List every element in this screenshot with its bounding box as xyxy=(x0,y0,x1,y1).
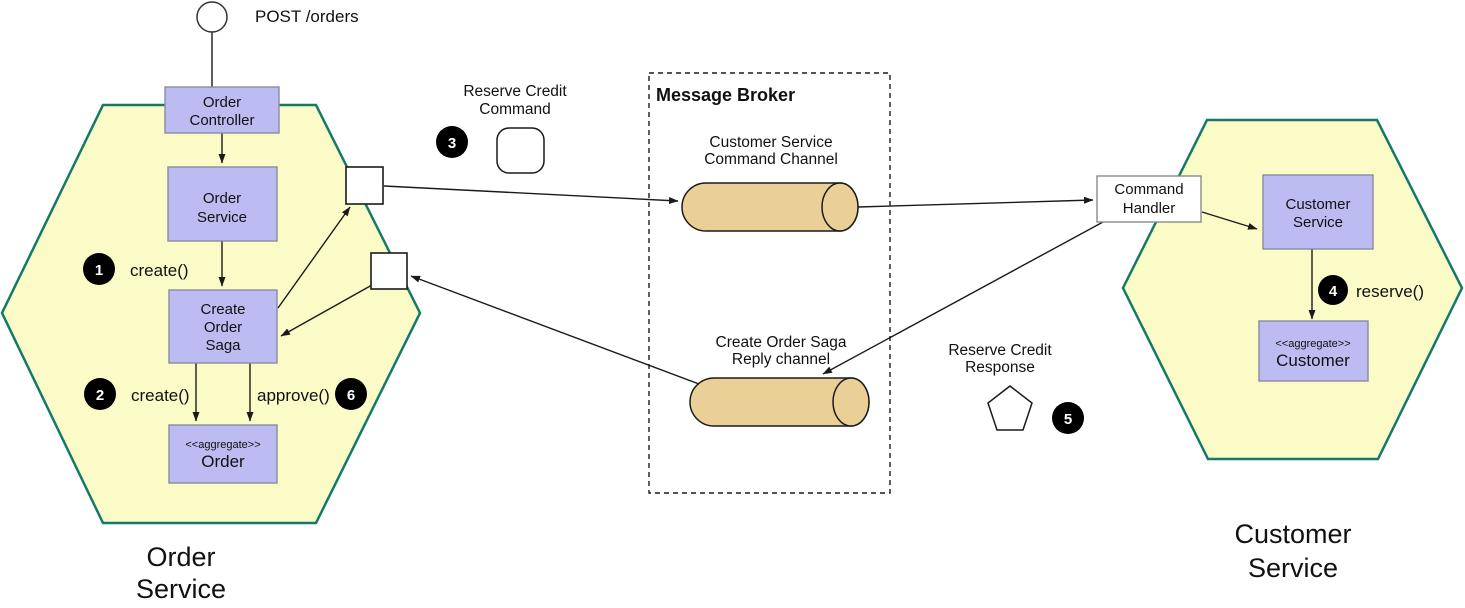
edge-in-port-to-saga xyxy=(280,284,373,337)
step-4-badge xyxy=(1318,275,1348,305)
step-5: 5 xyxy=(1052,402,1084,434)
command-channel-label-line1: Customer Service xyxy=(709,134,832,151)
step-2-label: create() xyxy=(131,386,190,405)
order-service-in-port xyxy=(370,252,408,290)
order-service-title-line2: Service xyxy=(136,574,226,604)
order-aggregate-name: Order xyxy=(201,452,245,471)
reply-channel-cylinder-face xyxy=(832,377,870,427)
diagram-edges xyxy=(192,133,1316,422)
order-aggregate-stereotype: <<aggregate>> xyxy=(185,439,260,451)
edge-handler-to-reply-channel xyxy=(822,221,1104,375)
step-4: 4 reserve() xyxy=(1318,275,1424,305)
step-1-number: 1 xyxy=(95,262,103,279)
customer-service-hexagon xyxy=(1121,118,1464,461)
step-1-badge xyxy=(83,253,115,285)
step-6-number: 6 xyxy=(347,387,355,404)
customer-service-title-line1: Customer xyxy=(1234,519,1351,549)
command-channel-label-line2: Command Channel xyxy=(704,151,838,168)
step-1: 1 create() xyxy=(83,253,189,285)
order-service-hexagon-title: Order Service xyxy=(136,542,226,604)
step-3-number: 3 xyxy=(448,135,456,152)
edge-reply-channel-to-in-port xyxy=(410,275,700,385)
customer-service-hexagon-title: Customer Service xyxy=(1234,519,1351,583)
reserve-credit-command-label-line2: Command xyxy=(479,101,551,118)
step-4-number: 4 xyxy=(1329,283,1338,300)
reserve-credit-command-label-line1: Reserve Credit xyxy=(463,83,567,100)
customer-service-label-line2: Service xyxy=(1293,214,1343,231)
command-channel-cylinder-face xyxy=(821,182,859,232)
step-3: 3 xyxy=(436,126,468,158)
customer-service-command-channel: Customer Service Command Channel xyxy=(681,134,859,232)
step-5-badge xyxy=(1052,402,1084,434)
rest-endpoint: POST /orders xyxy=(196,1,359,87)
post-orders-label: POST /orders xyxy=(255,7,359,26)
step-5-number: 5 xyxy=(1064,411,1072,428)
message-broker-title: Message Broker xyxy=(656,85,795,105)
create-order-saga-label-line1: Create xyxy=(200,301,245,318)
customer-service-label-line1: Customer xyxy=(1285,196,1350,213)
edge-saga-to-out-port xyxy=(277,206,351,309)
command-handler-component: Command Handler xyxy=(1096,175,1202,223)
reserve-credit-response-message: Reserve Credit Response xyxy=(948,342,1052,431)
step-6: approve() 6 xyxy=(257,378,367,410)
edge-out-port-to-command-channel xyxy=(383,185,679,205)
customer-service-component: Customer Service xyxy=(1262,174,1374,250)
reserve-credit-response-label-line1: Reserve Credit xyxy=(948,342,1052,359)
step-1-label: create() xyxy=(130,261,189,280)
order-service-label-line1: Order xyxy=(203,190,241,207)
step-3-badge xyxy=(436,126,468,158)
create-order-saga-label-line2: Order xyxy=(204,319,242,336)
step-6-badge xyxy=(335,378,367,410)
order-controller-label-line1: Order xyxy=(203,94,241,111)
customer-service-title-line2: Service xyxy=(1248,553,1338,583)
order-service-component: Order Service xyxy=(167,166,278,242)
edge-handler-to-customer-service xyxy=(1201,211,1258,230)
create-order-saga-reply-channel: Create Order Saga Reply channel xyxy=(689,334,870,427)
customer-aggregate-stereotype: <<aggregate>> xyxy=(1275,338,1350,350)
message-broker-boundary xyxy=(648,72,891,494)
command-handler-label-line1: Command xyxy=(1114,181,1183,198)
step-6-label: approve() xyxy=(257,386,330,405)
command-message-icon xyxy=(496,127,545,174)
step-2-badge xyxy=(84,378,116,410)
reserve-credit-command-message: Reserve Credit Command xyxy=(463,83,567,174)
endpoint-circle-icon xyxy=(196,1,228,33)
step-4-label: reserve() xyxy=(1356,282,1424,301)
reply-channel-label-line1: Create Order Saga xyxy=(716,334,847,351)
reserve-credit-response-label-line2: Response xyxy=(965,359,1035,376)
order-aggregate-component: <<aggregate>> Order xyxy=(168,424,278,484)
order-service-out-port xyxy=(345,166,384,205)
order-service-label-line2: Service xyxy=(197,209,247,226)
customer-aggregate-name: Customer xyxy=(1276,351,1350,370)
order-controller-component: Order Controller xyxy=(164,86,280,134)
order-controller-label-line2: Controller xyxy=(189,112,254,129)
reply-channel-label-line2: Reply channel xyxy=(732,351,830,368)
customer-aggregate-component: <<aggregate>> Customer xyxy=(1258,320,1369,382)
step-2-number: 2 xyxy=(96,387,104,404)
edge-command-channel-to-handler xyxy=(857,196,1094,208)
command-handler-label-line2: Handler xyxy=(1123,200,1176,217)
response-message-pentagon-icon xyxy=(987,385,1033,431)
order-service-title-line1: Order xyxy=(146,542,215,572)
create-order-saga-label-line3: Saga xyxy=(205,337,241,354)
step-2: 2 create() xyxy=(84,378,190,410)
create-order-saga-component: Create Order Saga xyxy=(168,289,278,364)
